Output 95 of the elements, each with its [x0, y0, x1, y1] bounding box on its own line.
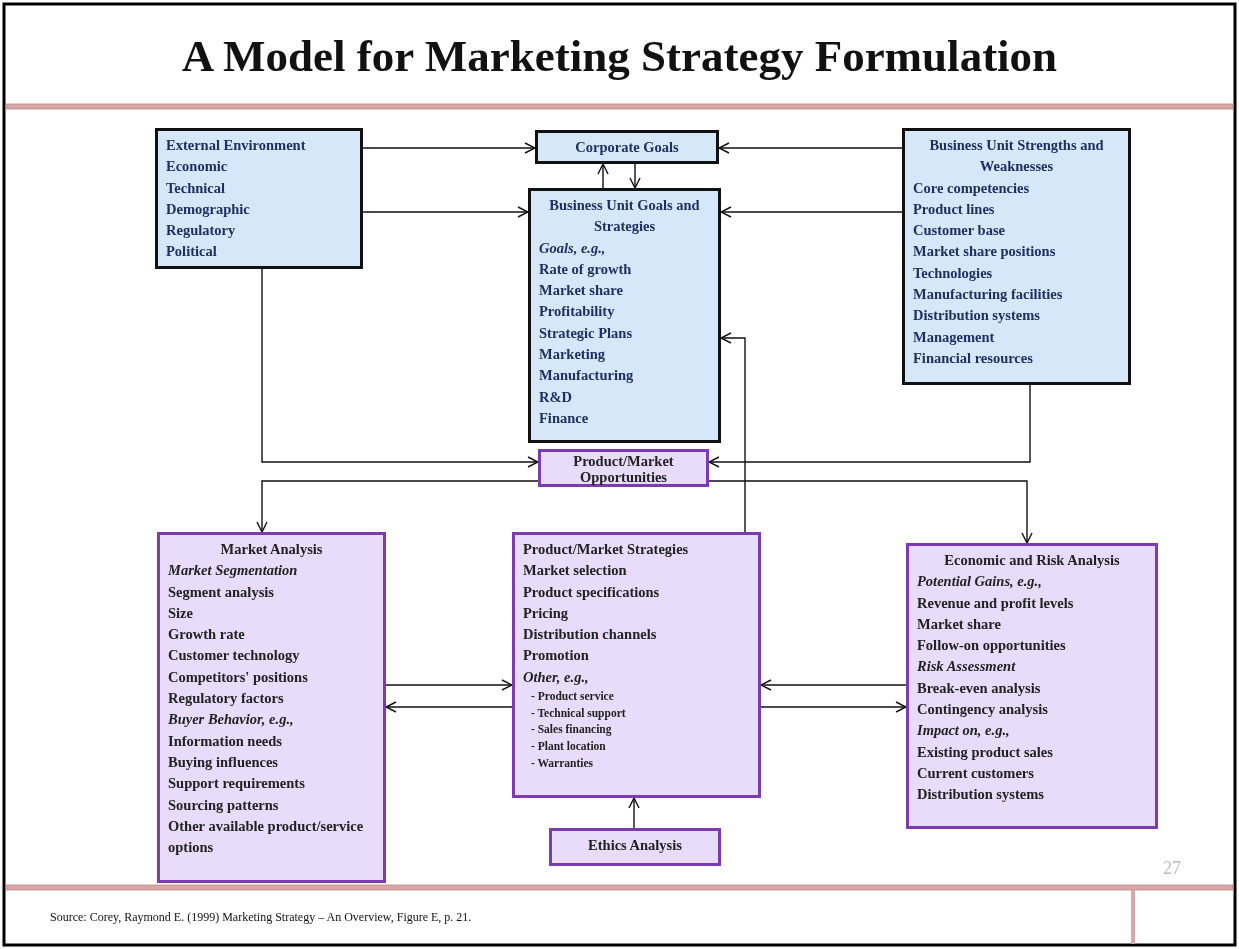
- arrow: [597, 163, 609, 189]
- list-item: Market share: [917, 614, 1002, 634]
- process-box: [902, 128, 1131, 385]
- list-item: Break-even analysis: [917, 678, 1042, 698]
- list-item: Core competencies: [913, 178, 1031, 198]
- list-item: - Warranties: [530, 755, 595, 771]
- list-item: Market share positions: [913, 242, 1057, 262]
- list-item: Political: [166, 242, 218, 262]
- list-item: Management: [913, 327, 996, 347]
- process-box: [538, 449, 709, 487]
- list-item: Manufacturing facilities: [913, 285, 1064, 305]
- list-item: Contingency analysis: [917, 700, 1049, 720]
- list-item: Market Segmentation: [168, 561, 299, 581]
- list-item: - Sales financing: [530, 722, 613, 738]
- list-item: Growth rate: [168, 625, 246, 645]
- list-item: Promotion: [523, 646, 590, 666]
- list-item: Existing product sales: [917, 742, 1054, 762]
- process-box: [549, 828, 721, 866]
- arrow: [628, 797, 640, 829]
- process-box: [155, 128, 363, 269]
- list-item: Economic: [166, 157, 229, 177]
- list-item: Customer technology: [168, 646, 301, 666]
- list-item: - Technical support: [530, 705, 627, 722]
- process-box: [535, 130, 719, 164]
- list-item: - Product service: [530, 689, 615, 705]
- arrow: [629, 163, 641, 189]
- list-item: Other available product/service options: [168, 816, 365, 858]
- arrow: [708, 480, 1033, 544]
- process-box: [906, 543, 1158, 829]
- list-item: Sourcing patterns: [168, 795, 280, 815]
- arrow: [720, 206, 903, 218]
- list-item: Distribution channels: [523, 625, 658, 645]
- page-number: 27: [1163, 858, 1181, 879]
- list-item: Goals, e.g.,: [539, 238, 607, 258]
- list-item: Finance: [539, 408, 590, 428]
- arrow: [362, 206, 529, 218]
- list-item: Revenue and profit levels: [917, 593, 1075, 613]
- list-item: Distribution systems: [917, 785, 1045, 805]
- title: A Model for Marketing Strategy Formulation: [180, 30, 1059, 82]
- list-item: Customer base: [913, 221, 1006, 241]
- box-heading: Market Analysis: [219, 540, 324, 559]
- process-box: [512, 532, 761, 798]
- list-item: Regulatory factors: [168, 689, 285, 709]
- list-item: Information needs: [168, 731, 283, 751]
- list-item: Buyer Behavior, e.g.,: [168, 710, 295, 730]
- arrow: [256, 480, 539, 533]
- list-item: Other, e.g.,: [523, 667, 590, 687]
- list-item: Strategic Plans: [539, 323, 634, 343]
- arrow: [760, 679, 907, 691]
- arrow: [261, 268, 539, 468]
- box-heading: Corporate Goals: [574, 138, 680, 157]
- process-box: [528, 188, 721, 443]
- arrow: [718, 142, 903, 154]
- list-item: Marketing: [539, 345, 607, 365]
- list-item: Manufacturing: [539, 366, 635, 386]
- list-item: Technical: [166, 178, 227, 198]
- list-item: Product lines: [913, 199, 996, 219]
- arrow: [385, 701, 513, 713]
- list-item: Profitability: [539, 302, 616, 322]
- list-item: Segment analysis: [168, 582, 275, 602]
- source-note: Source: Corey, Raymond E. (1999) Marketing Strategy – An Overview, Figure E, p. 21.: [50, 910, 472, 925]
- list-item: Risk Assessment: [917, 657, 1017, 677]
- list-item: Current customers: [917, 763, 1035, 783]
- box-heading: Business Unit Strengths and Weaknesses: [928, 136, 1105, 177]
- list-item: Impact on, e.g.,: [917, 721, 1011, 741]
- list-item: Technologies: [913, 263, 994, 283]
- list-item: Potential Gains, e.g.,: [917, 572, 1043, 592]
- list-item: Regulatory: [166, 221, 237, 241]
- list-item: Competitors' positions: [168, 667, 309, 687]
- list-item: - Plant location: [530, 739, 607, 755]
- list-item: Market share: [539, 281, 624, 301]
- arrow: [708, 384, 1031, 468]
- list-item: Rate of growth: [539, 259, 633, 279]
- box-heading: Economic and Risk Analysis: [943, 551, 1121, 570]
- process-box: [157, 532, 386, 883]
- list-item: Product specifications: [523, 582, 661, 602]
- list-item: Market selection: [523, 561, 628, 581]
- arrow: [385, 679, 513, 691]
- list-item: Support requirements: [168, 774, 306, 794]
- list-item: Size: [168, 603, 194, 623]
- list-item: Pricing: [523, 603, 570, 623]
- arrow: [362, 142, 536, 154]
- list-item: Distribution systems: [913, 306, 1041, 326]
- arrow: [720, 332, 746, 533]
- box-heading: Product/Market Opportunities: [572, 452, 675, 485]
- box-heading: Business Unit Goals and Strategies: [548, 196, 701, 237]
- list-item: Demographic: [166, 199, 251, 219]
- list-item: Buying influences: [168, 752, 279, 772]
- arrow: [760, 701, 907, 713]
- list-item: Financial resources: [913, 348, 1034, 368]
- box-heading: External Environment: [166, 136, 307, 155]
- box-heading: Ethics Analysis: [587, 836, 683, 855]
- list-item: R&D: [539, 387, 574, 407]
- list-item: Follow-on opportunities: [917, 636, 1067, 656]
- box-heading: Product/Market Strategies: [523, 540, 690, 559]
